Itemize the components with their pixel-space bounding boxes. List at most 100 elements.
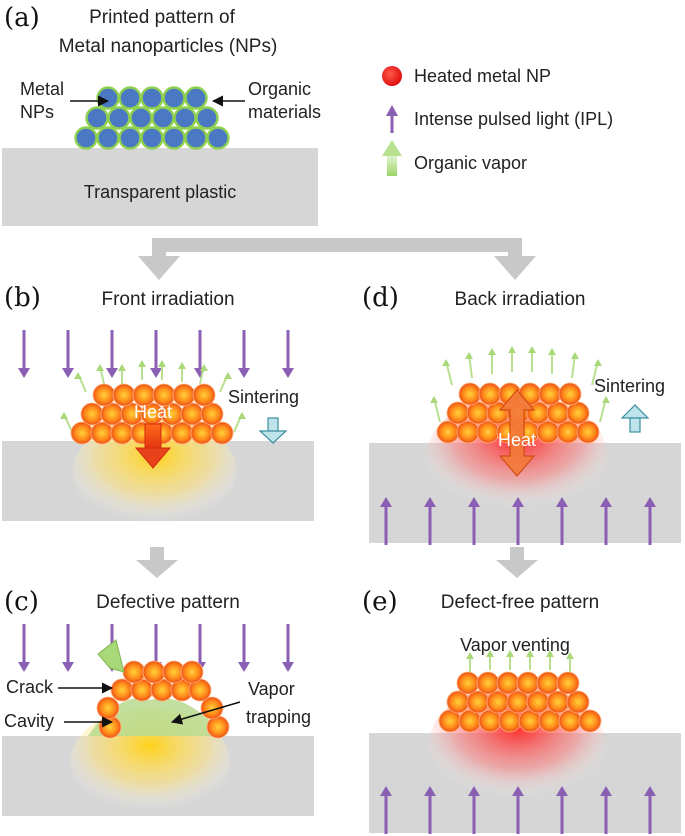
legend-heated-np-icon	[382, 66, 402, 86]
vapor-arrows-d	[430, 346, 610, 423]
heated-np	[190, 421, 214, 445]
vapor-arrow-icon	[506, 650, 514, 670]
panel-a-title-line2: Metal nanoparticles (NPs)	[59, 36, 278, 57]
heat-arrow-down	[134, 423, 172, 469]
substrate-label: Transparent plastic	[84, 182, 236, 202]
heated-np	[526, 690, 550, 714]
ipl-arrow-up-icon	[380, 497, 392, 545]
heated-np	[206, 715, 230, 739]
vapor-arrow-icon	[526, 650, 534, 670]
metal-np	[85, 106, 109, 130]
flow-arrow-b-to-c	[136, 547, 178, 578]
sintered-np-pile	[438, 671, 602, 733]
metal-np	[140, 126, 164, 150]
heated-np	[92, 383, 116, 407]
heated-np-pile-d	[436, 382, 600, 444]
vapor-arrow-icon	[96, 364, 105, 385]
panel-d-title: Back irradiation	[455, 289, 586, 310]
metal-np	[140, 86, 164, 110]
heated-np	[566, 690, 590, 714]
heated-np	[556, 420, 580, 444]
heated-np	[446, 690, 470, 714]
heated-np	[142, 660, 166, 684]
ipl-arrows-back	[380, 497, 656, 545]
substrate-a	[2, 148, 318, 226]
vapor-arrow-icon	[566, 652, 574, 672]
ipl-arrows-back-e	[380, 786, 656, 834]
vapor-venting-label: Vapor venting	[460, 635, 570, 655]
heated-np	[538, 382, 562, 406]
metal-np	[96, 86, 120, 110]
heated-np	[456, 420, 480, 444]
metal-np	[184, 126, 208, 150]
ipl-arrow-down-icon	[150, 330, 162, 378]
ipl-arrow-up-icon	[556, 497, 568, 545]
metal-np	[162, 86, 186, 110]
metal-np	[118, 126, 142, 150]
ipl-arrow-up-icon	[644, 786, 656, 834]
vapor-arrow-icon	[465, 352, 473, 379]
ipl-arrow-up-icon	[512, 786, 524, 834]
heated-np	[456, 671, 480, 695]
heated-np	[558, 382, 582, 406]
heated-np	[70, 421, 94, 445]
heated-np	[506, 690, 530, 714]
cavity-label: Cavity	[4, 711, 54, 731]
vapor-arrow-icon	[528, 346, 536, 372]
vapor-arrows-e	[466, 650, 574, 672]
ipl-arrow-up-icon	[644, 497, 656, 545]
vapor-arrow-icon	[442, 359, 453, 386]
heat-zone-b	[73, 416, 237, 528]
heated-np	[90, 421, 114, 445]
sintering-label-d: Sintering	[594, 376, 665, 396]
metal-np	[162, 126, 186, 150]
vapor-label-line1: Vapor	[248, 679, 295, 699]
vapor-arrow-icon	[488, 348, 496, 374]
crack-label: Crack	[6, 677, 54, 697]
vapor-arrow-icon	[219, 372, 232, 393]
vapor-arrows-b	[60, 360, 246, 433]
ipl-arrow-down-icon	[18, 624, 30, 672]
heated-np	[458, 382, 482, 406]
heat-label-d: Heat	[498, 430, 536, 450]
heated-np	[446, 401, 470, 425]
panel-b-letter: (b)	[4, 283, 41, 313]
vapor-arrow-icon	[548, 348, 556, 374]
defective-np-pile	[96, 660, 230, 739]
metal-np	[74, 126, 98, 150]
heated-np	[96, 696, 120, 720]
vapor-arrow-icon	[430, 396, 441, 423]
crack-vapor-escape	[97, 639, 125, 673]
ipl-arrow-down-icon	[62, 624, 74, 672]
heated-np	[112, 383, 136, 407]
ipl-arrow-down-icon	[106, 330, 118, 378]
vapor-arrow-icon	[138, 360, 146, 380]
vapor-arrow-icon	[199, 364, 208, 385]
heated-np	[476, 671, 500, 695]
legend-ipl-label: Intense pulsed light (IPL)	[414, 109, 613, 129]
flow-arrow-d-to-e	[496, 547, 538, 578]
metal-np	[96, 126, 120, 150]
heated-np	[80, 402, 104, 426]
ipl-arrow-up-icon	[468, 497, 480, 545]
sintering-label-b: Sintering	[228, 387, 299, 407]
heated-np	[98, 715, 122, 739]
heated-np	[486, 690, 510, 714]
vapor-arrow-icon	[599, 396, 610, 423]
split-flow-arrow	[138, 238, 536, 280]
heated-np	[536, 671, 560, 695]
panel-c-letter: (c)	[4, 587, 39, 617]
panel-d-letter: (d)	[362, 283, 399, 313]
heated-np	[466, 690, 490, 714]
vapor-arrow-icon	[571, 352, 579, 379]
heated-np	[110, 421, 134, 445]
heated-np	[476, 420, 500, 444]
heated-np	[192, 383, 216, 407]
panel-a-letter: (a)	[4, 3, 40, 33]
heated-np	[180, 660, 204, 684]
heated-np	[546, 690, 570, 714]
nanoparticle-pile	[74, 86, 230, 150]
metal-np	[151, 106, 175, 130]
legend-ipl-icon	[386, 105, 398, 133]
ipl-arrow-down-icon	[282, 330, 294, 378]
